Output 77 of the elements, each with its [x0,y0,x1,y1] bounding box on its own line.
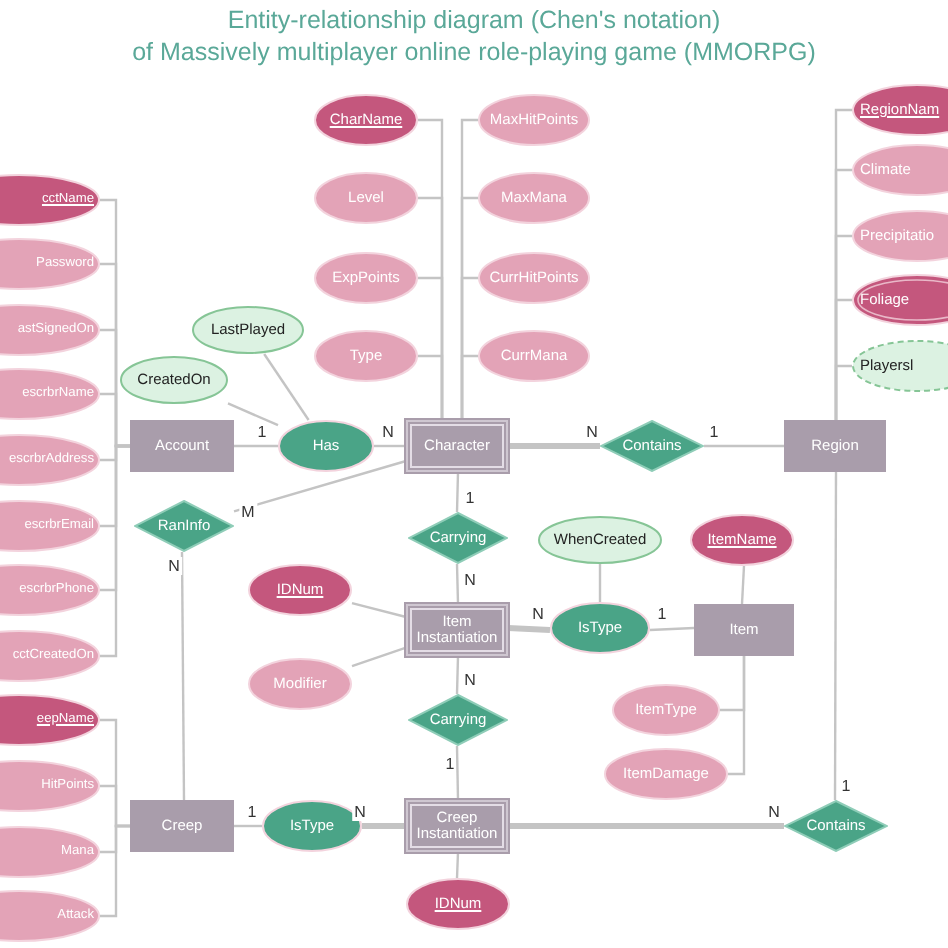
key-attribute-ellipse [314,94,418,146]
connector-line [100,824,130,918]
connector-line [233,459,407,513]
connector-line [508,443,600,449]
diagram-subtitle: of Massively multiplayer online role-playing game (MMORPG) [130,38,818,68]
connector-line [418,354,444,420]
cardinality-label: N [352,803,368,821]
cardinality-label: N [166,557,182,575]
entity-box [694,604,794,656]
connector-line [460,354,478,420]
connector-line [507,625,551,633]
connector-line [180,552,186,800]
key-attribute-ellipse [406,878,510,930]
multivalued-attribute-ellipse [852,274,948,326]
attribute-ellipse [478,330,590,382]
entity-box [784,420,886,472]
attribute-ellipse [314,172,418,224]
connector-line [455,745,460,801]
relationship-diamond [600,420,704,472]
connector-line [508,823,784,829]
attribute-ellipse [248,658,352,710]
entity-box [130,800,234,852]
weak-entity-box [406,420,508,472]
cardinality-label: N [380,423,396,441]
connector-line [455,471,460,513]
cardinality-label: N [462,671,478,689]
relationship-diamond [134,500,234,552]
connector-line [227,402,279,427]
connector-line [362,823,406,829]
connector-line [833,472,838,800]
relationship-attribute-ellipse [120,356,228,404]
connector-line [234,824,262,828]
connector-line [728,656,746,776]
cardinality-label: N [462,571,478,589]
connector-line [455,851,460,879]
attribute-ellipse [478,172,590,224]
attribute-ellipse [314,330,418,382]
connector-line [455,655,460,695]
connector-line [834,364,852,420]
connector-line [740,565,746,605]
cardinality-label: 1 [839,777,853,795]
cardinality-label: 1 [245,803,259,821]
attribute-ellipse [604,748,728,800]
connector-line [704,444,784,448]
connector-line [374,444,406,448]
weak-entity-box [406,604,508,656]
cardinality-label: 1 [655,605,669,623]
connector-line [351,646,407,668]
cardinality-label: 1 [255,423,269,441]
connector-line [455,563,460,605]
relationship-attribute-ellipse [192,306,304,354]
cardinality-label: M [239,503,257,521]
cardinality-label: 1 [463,489,477,507]
diagram-title: Entity-relationship diagram (Chen's notation) [225,6,723,36]
weak-entity-box [406,800,508,852]
cardinality-label: 1 [443,755,457,773]
attribute-ellipse [478,94,590,146]
connector-line [351,602,407,619]
attribute-ellipse [612,684,720,736]
relationship-diamond [408,512,508,564]
connector-line [598,564,602,602]
key-attribute-ellipse [248,564,352,616]
connector-line [263,353,310,421]
cardinality-label: N [766,803,782,821]
connector-line [649,626,695,632]
attribute-ellipse [478,252,590,304]
attribute-ellipse [314,252,418,304]
entity-box [130,420,234,472]
connector-line [100,444,130,658]
relationship-attribute-ellipse [538,516,662,564]
key-attribute-ellipse [690,514,794,566]
cardinality-label: N [530,605,546,623]
cardinality-label: N [584,423,600,441]
connector-line [234,444,278,448]
cardinality-label: 1 [707,423,721,441]
relationship-diamond [408,694,508,746]
relationship-diamond [784,800,888,852]
